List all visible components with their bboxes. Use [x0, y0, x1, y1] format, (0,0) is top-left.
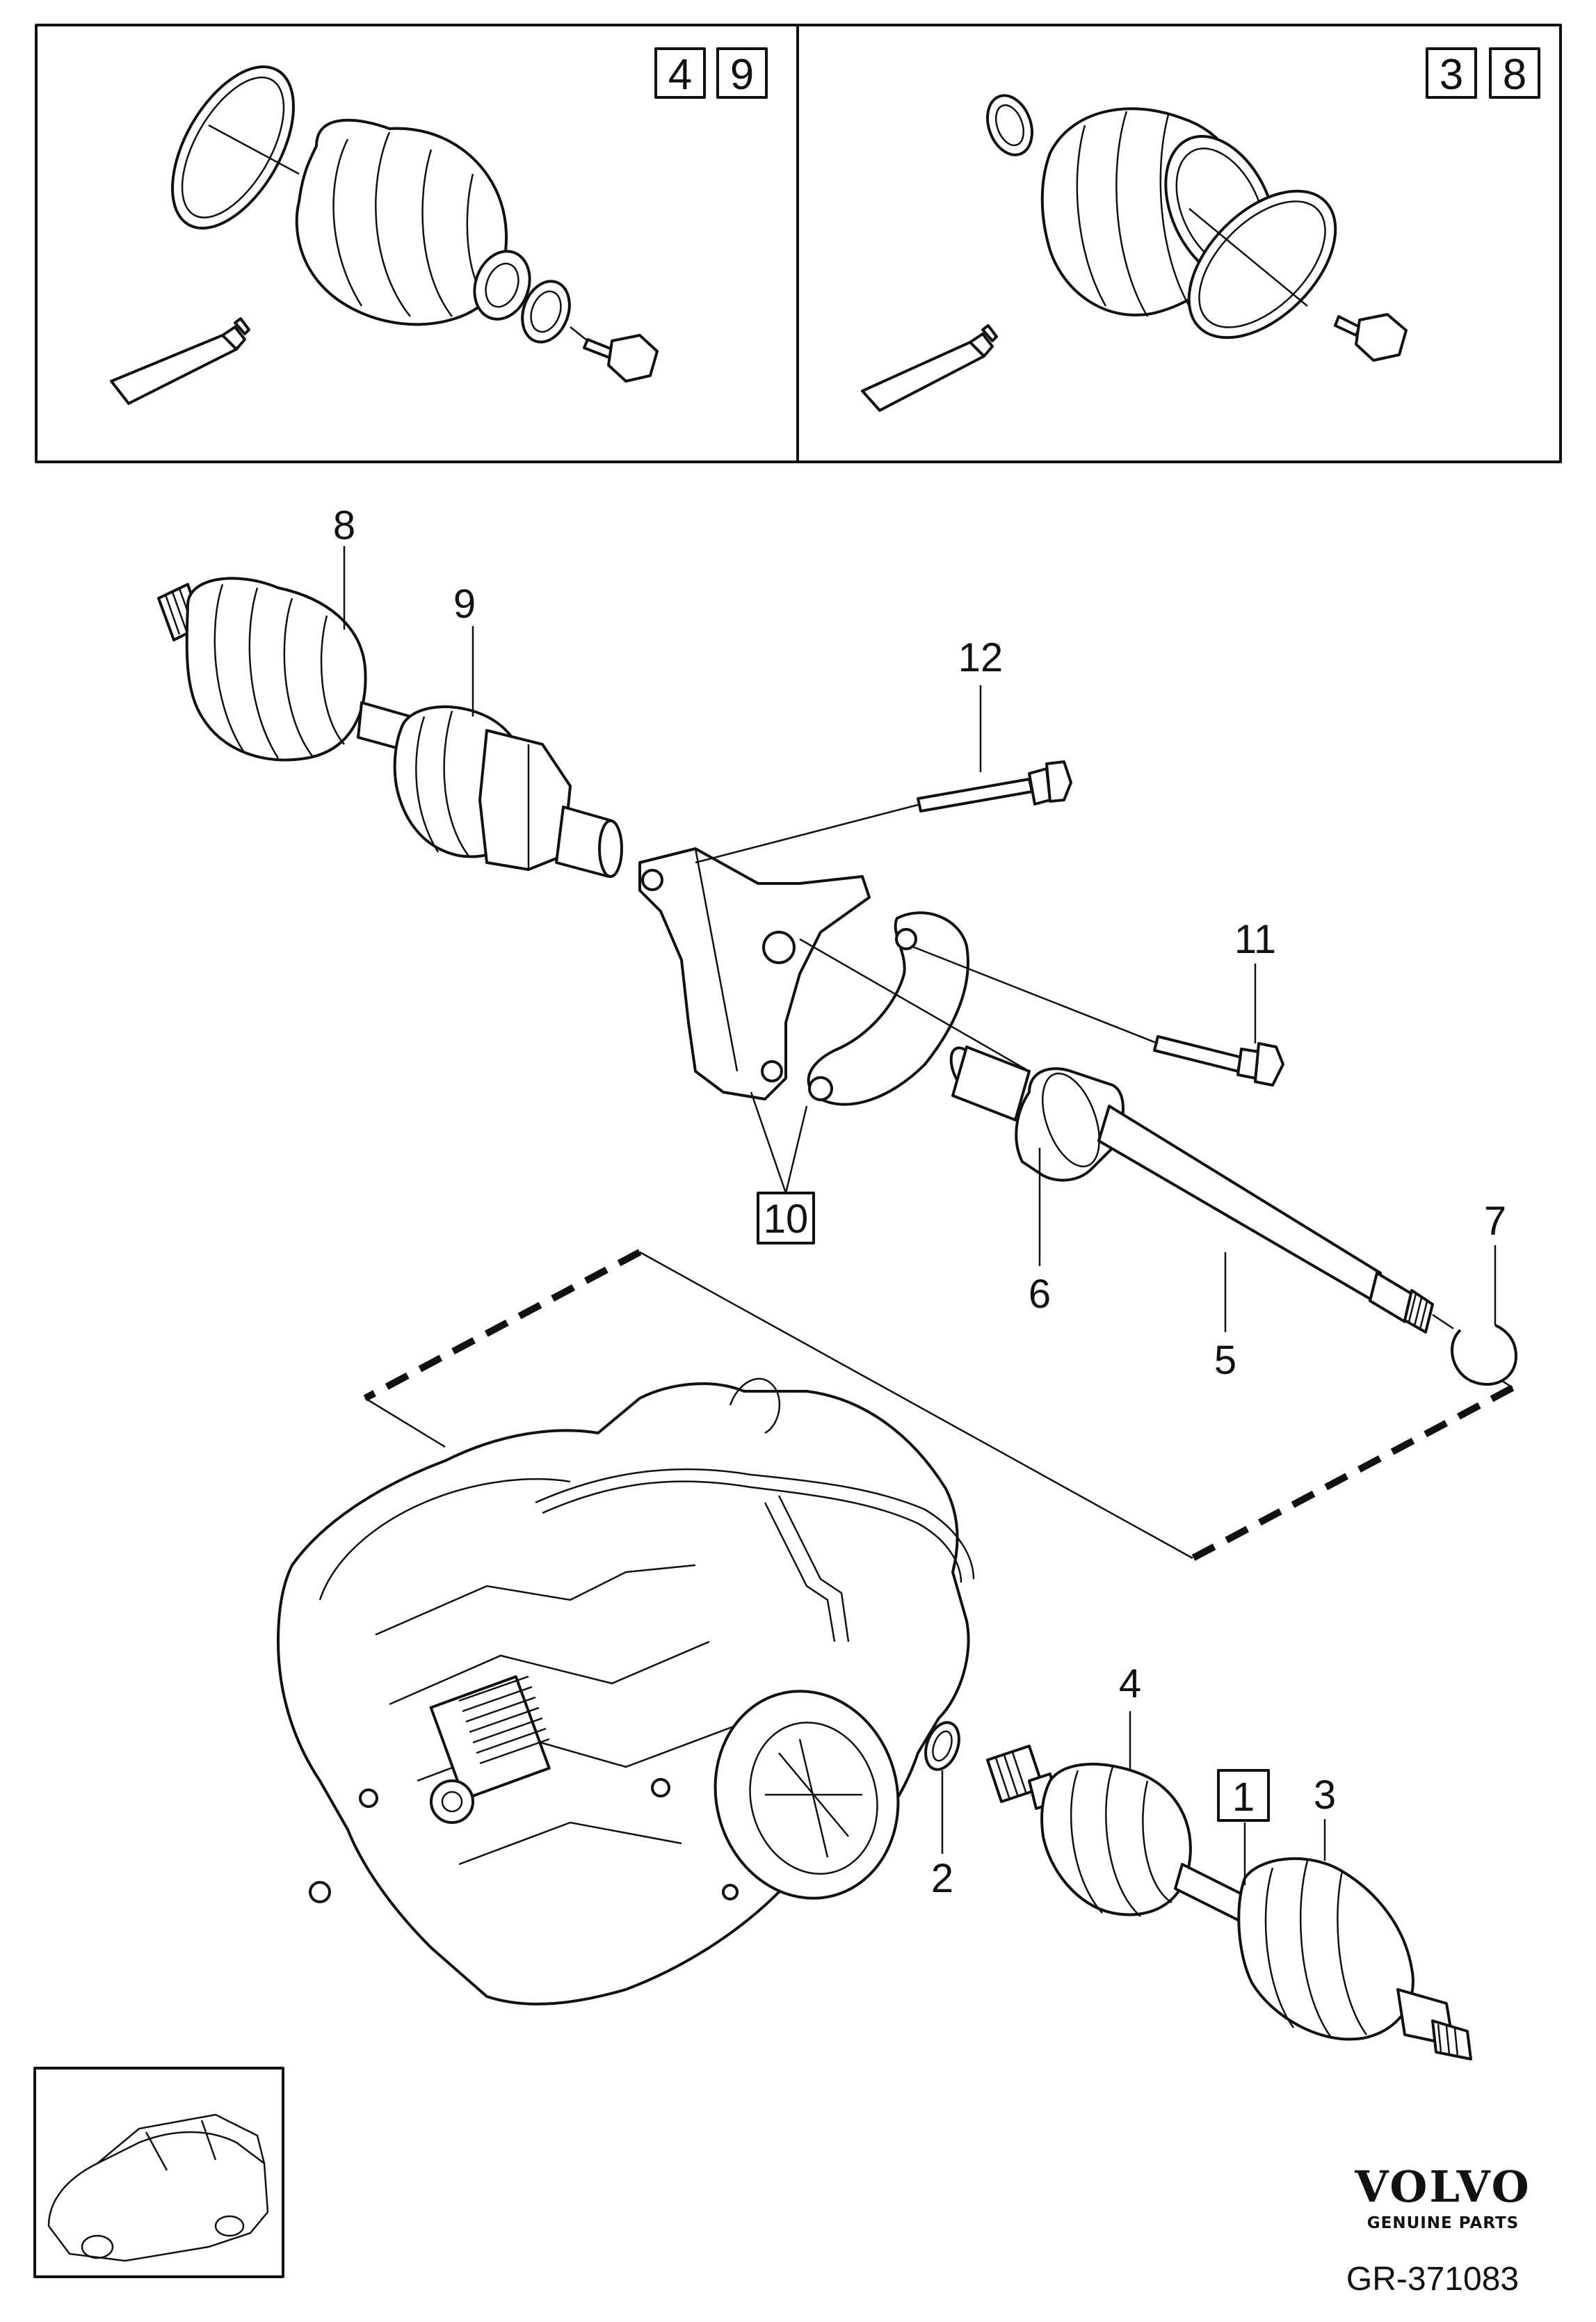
boot-kit-icon [295, 118, 531, 326]
right-kit-ref-box[interactable]: 3 8 [1426, 47, 1540, 99]
callout-9[interactable]: 9 [453, 582, 476, 627]
callout-3[interactable]: 3 [1314, 1772, 1336, 1818]
callout-10-box[interactable]: 10 [757, 1192, 815, 1244]
right-kit-ref-1: 3 [1440, 51, 1463, 99]
lower-drive-shaft-icon [924, 1721, 1472, 2060]
bolt-icon [570, 326, 659, 383]
callout-1-box[interactable]: 1 [1217, 1769, 1270, 1822]
callout-2[interactable]: 2 [931, 1856, 953, 1901]
transmission-icon [277, 1377, 975, 2005]
clamp-ring-icon [1187, 189, 1337, 339]
small-clamp-icon [521, 280, 571, 344]
callout-11[interactable]: 11 [1234, 917, 1276, 962]
detail-region-outline [363, 1249, 1515, 1562]
callout-6[interactable]: 6 [1029, 1272, 1051, 1317]
callout-leaders [343, 546, 1497, 1885]
grease-tube-icon [861, 324, 998, 412]
kit-panels: 4 9 3 8 [35, 24, 1562, 463]
volvo-logo: VOLVO GENUINE PARTS [1354, 2161, 1531, 2232]
left-kit-ref-1: 4 [668, 51, 692, 99]
circlip-icon [1451, 1324, 1517, 1386]
reference-code: GR-371083 [1346, 2261, 1519, 2298]
small-clamp-icon [986, 94, 1033, 157]
left-kit-ref-box[interactable]: 4 9 [654, 47, 768, 99]
car-thumbnail-icon[interactable] [33, 2067, 284, 2278]
brand-tagline: GENUINE PARTS [1367, 2214, 1520, 2232]
support-bracket-icon [638, 847, 969, 1106]
bolt-icon [1334, 313, 1408, 362]
callout-4[interactable]: 4 [1119, 1661, 1141, 1706]
callout-7[interactable]: 7 [1484, 1199, 1506, 1244]
left-kit-ref-2: 9 [730, 51, 754, 99]
callouts: 8 9 12 11 7 6 5 10 4 1 3 2 [333, 503, 1506, 1901]
callout-1: 1 [1232, 1775, 1255, 1820]
clamp-ring-icon [171, 65, 300, 230]
callout-10: 10 [764, 1196, 809, 1242]
bolt-icon [1153, 1035, 1284, 1087]
callout-12[interactable]: 12 [958, 635, 1003, 680]
drive-shaft-icon [157, 577, 623, 878]
bolt-icon [917, 760, 1072, 812]
grease-tube-icon [110, 317, 250, 405]
callout-5[interactable]: 5 [1214, 1338, 1236, 1383]
intermediate-shaft-icon [949, 1046, 1454, 1334]
brand-name: VOLVO [1354, 2161, 1531, 2212]
callout-8[interactable]: 8 [333, 503, 355, 548]
right-kit-ref-2: 8 [1503, 51, 1526, 99]
